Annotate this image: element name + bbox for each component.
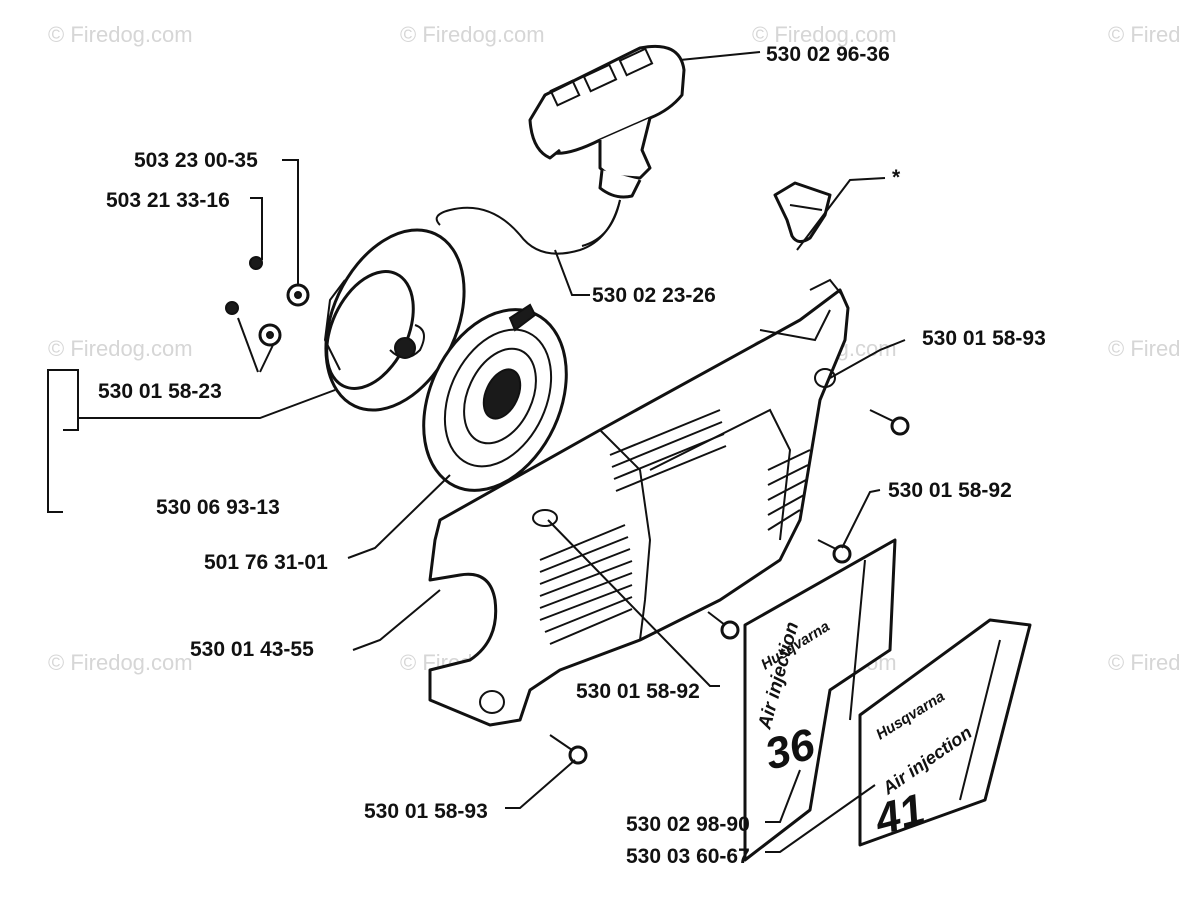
- starter-pulley: [323, 228, 466, 412]
- watermark-3: © Firedog.com: [752, 22, 897, 47]
- label-starter-assy: 530 06 93-13: [156, 496, 280, 519]
- label-spring: 501 76 31-01: [204, 551, 328, 574]
- label-cover: 530 01 43-55: [190, 638, 314, 661]
- watermark-4: © Firedog.com: [1108, 22, 1180, 47]
- label-washer-a: 503 21 33-16: [106, 189, 230, 212]
- label-insert: *: [892, 166, 901, 189]
- watermark-12: © Firedog.com: [1108, 650, 1180, 675]
- watermark-9: © Firedog.com: [48, 650, 193, 675]
- screw-center: [707, 611, 740, 640]
- label-decal-36: 530 02 98-90: [626, 813, 750, 836]
- part-labels: 530 02 96-36 * 530 02 23-26 503 23 00-35…: [98, 43, 1046, 868]
- label-handle: 530 02 96-36: [766, 43, 890, 66]
- handle-insert: [773, 181, 832, 243]
- label-screw-a: 503 23 00-35: [134, 149, 258, 172]
- watermark-5: © Firedog.com: [48, 336, 193, 361]
- label-decal-41: 530 03 60-67: [626, 845, 750, 868]
- label-screw-right: 530 01 58-93: [922, 327, 1046, 350]
- washer-upper: [249, 256, 310, 307]
- watermark-2: © Firedog.com: [400, 22, 545, 47]
- screw-right: [869, 409, 910, 436]
- label-screw-bottom: 530 01 58-93: [364, 800, 488, 823]
- screw-bottom: [549, 734, 588, 765]
- watermark-8: © Firedog.com: [1108, 336, 1180, 361]
- label-rope: 530 02 23-26: [592, 284, 716, 307]
- decal-36: Husqvarna Air injection 36: [743, 538, 897, 862]
- label-screw-decal: 530 01 58-92: [888, 479, 1012, 502]
- watermark-1: © Firedog.com: [48, 22, 193, 47]
- label-bearing: 530 01 58-23: [98, 380, 222, 403]
- recoil-spring: [422, 303, 568, 492]
- starter-rope: [435, 199, 621, 255]
- washer-lower: [225, 301, 282, 347]
- leader-lines: [47, 51, 906, 853]
- label-screw-center: 530 01 58-92: [576, 680, 700, 703]
- starter-handle: [528, 44, 686, 199]
